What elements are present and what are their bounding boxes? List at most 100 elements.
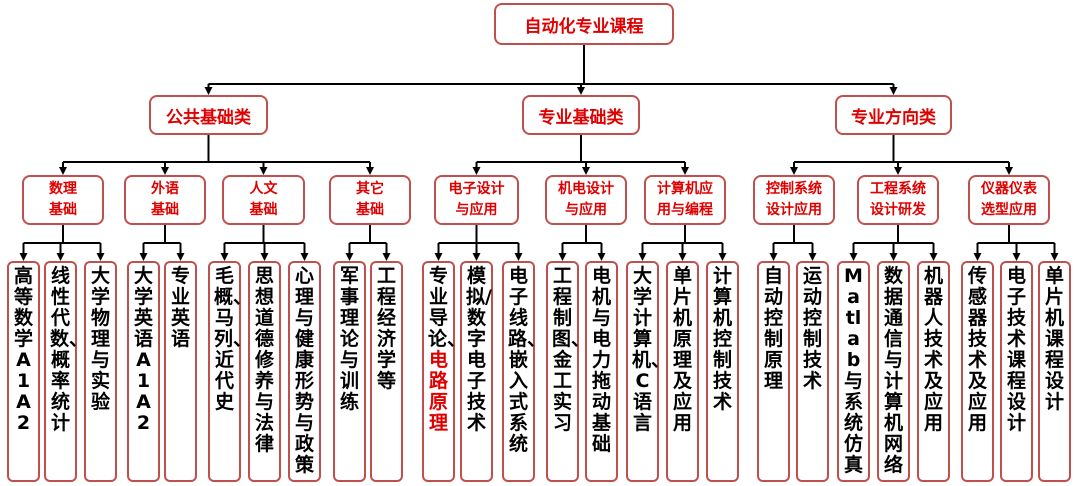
group-box: 电子设计 与应用 bbox=[434, 175, 519, 225]
group-arrow bbox=[1005, 167, 1013, 175]
group-arrow bbox=[582, 167, 590, 175]
course-name: 专业导论、电路原理 bbox=[428, 266, 466, 434]
course-arrow bbox=[718, 253, 727, 261]
course-name: 心理与健康形势与政策 bbox=[294, 265, 314, 476]
category-arrow bbox=[889, 87, 898, 95]
course-name: 大学英语A1A2 bbox=[133, 265, 153, 434]
course-box: 高等数学A1A2 bbox=[7, 261, 40, 482]
course-name: 自动控制原理 bbox=[763, 265, 783, 392]
course-box: 专业导论、电路原理 bbox=[422, 261, 466, 482]
course-box: 大学英语A1A2 bbox=[127, 261, 160, 482]
course-name: 线性代数、概率统计 bbox=[50, 265, 89, 434]
root-title: 自动化专业课程 bbox=[494, 3, 674, 45]
course-box: 计算机控制技术 bbox=[706, 261, 739, 482]
course-arrow bbox=[382, 253, 391, 261]
course-arrow bbox=[808, 253, 817, 261]
course-name: 单片机课程设计 bbox=[1044, 265, 1064, 413]
course-name: 思想道德修养与法律 bbox=[254, 265, 274, 455]
course-box: 思想道德修养与法律 bbox=[248, 261, 281, 482]
course-name: 电子线路、嵌入式系统 bbox=[508, 265, 547, 455]
course-name: 单片机原理及应用 bbox=[672, 265, 692, 434]
course-name: 工程制图、金工实习 bbox=[552, 265, 591, 434]
course-box: 线性代数、概率统计 bbox=[44, 261, 89, 482]
course-box: 单片机课程设计 bbox=[1038, 261, 1071, 482]
group-arrow bbox=[790, 167, 798, 175]
group-box: 仪器仪表 选型应用 bbox=[968, 175, 1050, 225]
course-box: 电机与电力拖动基础 bbox=[585, 261, 618, 482]
category-arrow bbox=[204, 87, 213, 95]
course-box: 模拟/数字电子技术 bbox=[460, 261, 493, 482]
course-name: 大学物理与实验 bbox=[90, 265, 110, 413]
group-arrow bbox=[161, 167, 169, 175]
course-arrow bbox=[849, 253, 858, 261]
course-arrow bbox=[19, 253, 28, 261]
course-arrow bbox=[558, 253, 567, 261]
course-box: 专业英语 bbox=[164, 261, 197, 482]
course-box: 电子线路、嵌入式系统 bbox=[502, 261, 547, 482]
course-box: 传感器技术及应用 bbox=[961, 261, 994, 482]
group-arrow bbox=[894, 167, 902, 175]
course-arrow bbox=[638, 253, 647, 261]
group-box: 工程系统 设计研发 bbox=[857, 175, 939, 225]
course-box: 数据通信与计算机网络 bbox=[877, 261, 910, 482]
group-box: 计算机应 用与编程 bbox=[644, 175, 726, 225]
category-box: 专业基础类 bbox=[522, 95, 640, 135]
course-arrow bbox=[472, 253, 481, 261]
course-arrow bbox=[769, 253, 778, 261]
course-arrow bbox=[434, 253, 443, 261]
course-arrow bbox=[56, 253, 65, 261]
course-arrow bbox=[220, 253, 229, 261]
course-box: 毛概、马列、近代史 bbox=[208, 261, 253, 482]
category-arrow bbox=[577, 87, 585, 95]
group-box: 人文 基础 bbox=[222, 175, 305, 225]
course-box: 机器人技术及应用 bbox=[917, 261, 950, 482]
category-box: 公共基础类 bbox=[149, 95, 268, 135]
group-box: 外语 基础 bbox=[124, 175, 206, 225]
course-arrow bbox=[300, 253, 309, 261]
course-box: 军事理论与训练 bbox=[333, 261, 366, 482]
course-arrow bbox=[889, 253, 898, 261]
course-name-text: 专业导论、 bbox=[428, 265, 467, 350]
course-name: 大学计算机、C语言 bbox=[632, 265, 671, 434]
course-name: 电子技术课程设计 bbox=[1006, 265, 1026, 434]
course-name: 模拟/数字电子技术 bbox=[466, 265, 492, 434]
course-box: 运动控制技术 bbox=[796, 261, 829, 482]
course-name: 计算机控制技术 bbox=[712, 265, 732, 413]
course-name: 运动控制技术 bbox=[802, 265, 822, 392]
group-box: 控制系统 设计应用 bbox=[753, 175, 835, 225]
course-arrow bbox=[96, 253, 105, 261]
course-arrow bbox=[345, 253, 354, 261]
course-name: 军事理论与训练 bbox=[339, 265, 359, 413]
group-arrow bbox=[259, 167, 268, 175]
course-name: Matlab与系统仿真 bbox=[843, 265, 863, 476]
group-arrow bbox=[681, 167, 689, 175]
category-box: 专业方向类 bbox=[835, 95, 952, 135]
course-box: 工程制图、金工实习 bbox=[546, 261, 591, 482]
course-box: 自动控制原理 bbox=[757, 261, 790, 482]
course-name-highlight: 电路原理 bbox=[428, 349, 448, 434]
course-box: 大学计算机、C语言 bbox=[626, 261, 671, 482]
course-name: 传感器技术及应用 bbox=[967, 265, 987, 434]
course-arrow bbox=[597, 253, 606, 261]
course-box: 单片机原理及应用 bbox=[666, 261, 699, 482]
course-arrow bbox=[929, 253, 938, 261]
course-box: 电子技术课程设计 bbox=[1000, 261, 1033, 482]
course-arrow bbox=[260, 253, 269, 261]
course-arrow bbox=[973, 253, 982, 261]
course-arrow bbox=[1050, 253, 1059, 261]
group-box: 机电设计 与应用 bbox=[545, 175, 627, 225]
group-box: 数理 基础 bbox=[22, 175, 104, 225]
course-name: 工程经济学等 bbox=[376, 265, 396, 392]
course-arrow bbox=[176, 253, 185, 261]
course-arrow bbox=[514, 253, 523, 261]
course-box: Matlab与系统仿真 bbox=[837, 261, 870, 482]
course-name: 毛概、马列、近代史 bbox=[214, 265, 253, 413]
course-name: 专业英语 bbox=[170, 265, 190, 350]
course-name: 数据通信与计算机网络 bbox=[883, 265, 903, 476]
course-name: 机器人技术及应用 bbox=[923, 265, 943, 434]
group-arrow bbox=[366, 167, 374, 175]
group-box: 其它 基础 bbox=[329, 175, 411, 225]
group-arrow bbox=[59, 167, 67, 175]
